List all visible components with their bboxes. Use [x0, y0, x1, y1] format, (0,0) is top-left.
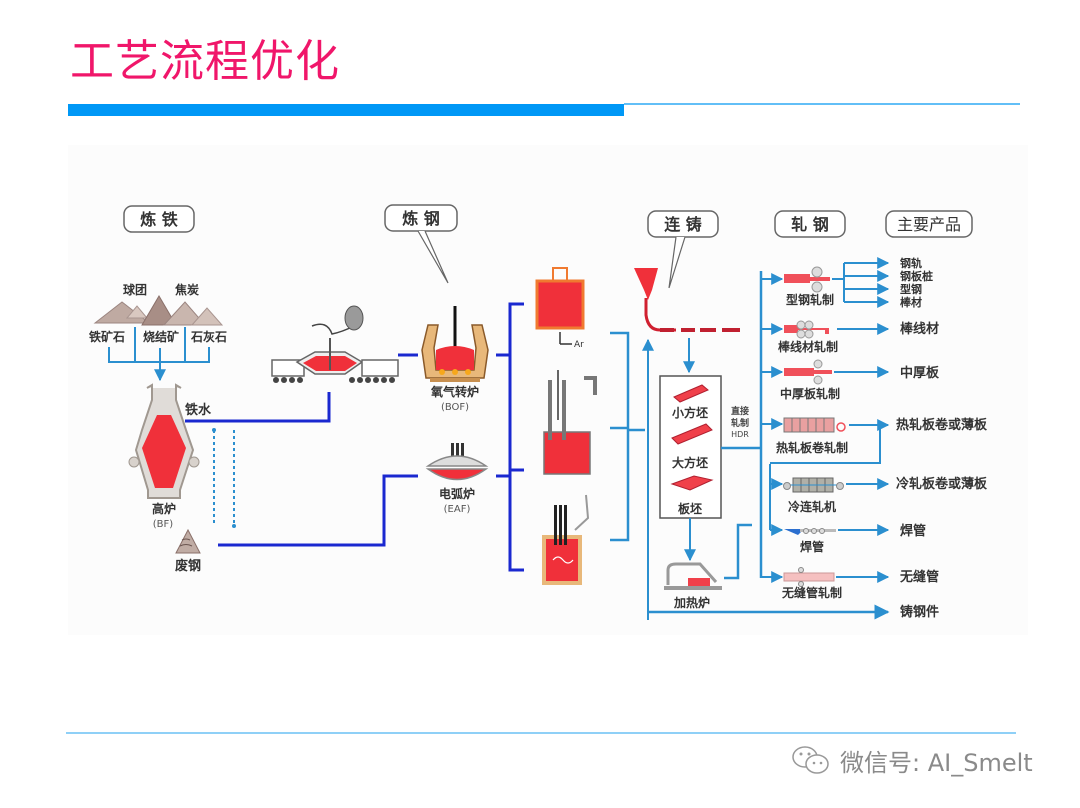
stage-label-rolling: 轧 钢 [774, 210, 846, 238]
wechat-icon [790, 743, 832, 777]
stage-text: 轧 钢 [791, 215, 829, 234]
raw-material-piles: 球团 焦炭 铁矿石 烧结矿 石灰石 [89, 282, 227, 344]
product-seamless-pipe: 无缝管 [899, 569, 939, 585]
flow-arrows-caster [642, 338, 695, 620]
product-bars: 棒材 [900, 295, 922, 309]
label-bloom: 大方坯 [672, 455, 708, 470]
pellet-pile-icon [125, 305, 149, 319]
label-rolling-seamless: 无缝管轧制 [781, 585, 842, 600]
label-limestone: 石灰石 [190, 329, 227, 344]
bar-rod-mill-icon [784, 320, 829, 339]
cold-mill-icon [783, 477, 844, 493]
stage-text: 炼 铁 [140, 210, 178, 229]
label-blast-furnace: 高炉 [152, 501, 176, 516]
stage-text: 主要产品 [897, 215, 961, 234]
label-coke: 焦炭 [174, 282, 199, 297]
semi-product-box [659, 375, 722, 519]
welded-pipe-mill-icon [784, 528, 836, 535]
flow-bracket-secondary-metallurgy [496, 302, 524, 572]
label-blast-furnace-abbr: (BF) [153, 519, 174, 530]
label-hot-metal: 铁水 [184, 402, 212, 418]
seamless-pipe-mill-icon [783, 567, 835, 587]
product-sections: 型钢 [900, 282, 922, 296]
label-rolling-bar-rod: 棒线材轧制 [778, 339, 838, 354]
label-bof-abbr: (BOF) [441, 402, 469, 413]
coke-pile-icon [162, 301, 207, 326]
footer-divider [66, 732, 1016, 734]
product-arrows [770, 257, 890, 583]
bof-converter-icon [421, 306, 489, 382]
torpedo-car-icon [271, 305, 399, 383]
section-mill-icon [784, 266, 830, 293]
label-hdr-line2: 轧制 [731, 417, 749, 429]
label-argon: Ar [574, 340, 584, 350]
limestone-pile-icon [190, 307, 224, 326]
ladle-furnace-icon [542, 494, 590, 585]
rolling-branch-arrows [761, 273, 784, 583]
label-bof: 氧气转炉 [430, 384, 479, 399]
title-underline-thick [68, 104, 624, 116]
stage-label-steelmaking: 炼 钢 [384, 204, 458, 284]
hot-strip-mill-icon [783, 417, 846, 433]
label-iron-ore: 铁矿石 [89, 329, 125, 344]
product-cold-coil: 冷轧板卷或薄板 [896, 476, 988, 492]
stage-label-casting: 连 铸 [647, 210, 719, 289]
eaf-furnace-icon [425, 443, 489, 481]
stage-label-ironmaking: 炼 铁 [123, 205, 195, 233]
label-rolling-welded: 焊管 [800, 539, 824, 554]
title-underline-thin [624, 103, 1020, 105]
watermark-text: 微信号: AI_Smelt [840, 748, 1033, 777]
stage-label-products: 主要产品 [885, 210, 973, 238]
label-rolling-hot-strip: 热轧板卷轧制 [776, 440, 848, 455]
label-eaf: 电弧炉 [439, 486, 475, 501]
ladle-argon-stirring-icon [535, 267, 585, 345]
stage-text: 炼 钢 [402, 209, 440, 228]
rh-degasser-icon [543, 370, 597, 475]
label-scrap: 废钢 [175, 558, 201, 574]
label-hdr-line1: 直接 [731, 405, 749, 417]
watermark: 微信号: AI_Smelt [790, 742, 1033, 778]
label-rolling-section: 型钢轧制 [786, 292, 834, 307]
scrap-pile-icon [175, 528, 201, 554]
recycle-dashed-lines [213, 430, 235, 526]
label-sinter: 烧结矿 [143, 329, 179, 344]
label-reheating-furnace: 加热炉 [673, 595, 710, 610]
product-plate: 中厚板 [900, 365, 940, 381]
plate-mill-icon [784, 359, 832, 385]
product-sheet-pile: 钢板桩 [900, 269, 933, 283]
label-eaf-abbr: (EAF) [444, 504, 471, 515]
label-rolling-plate: 中厚板轧制 [780, 386, 840, 401]
label-pellets: 球团 [123, 282, 147, 297]
reheating-furnace-icon [664, 562, 722, 590]
label-billet: 小方坯 [672, 405, 708, 420]
flow-line-scrap [218, 474, 418, 547]
flow-bracket-to-casting [610, 331, 645, 542]
label-rolling-cold: 冷连轧机 [788, 499, 836, 514]
product-rail: 钢轨 [900, 256, 922, 270]
product-wire-rod: 棒线材 [900, 321, 939, 337]
product-welded-pipe: 焊管 [900, 523, 926, 539]
raw-material-collector-line [108, 327, 210, 382]
stage-text: 连 铸 [664, 215, 702, 234]
blast-furnace-icon [128, 383, 200, 499]
product-hot-coil: 热轧板卷或薄板 [896, 417, 988, 433]
product-castings: 铸钢件 [900, 604, 939, 620]
label-hdr-abbr: HDR [731, 430, 749, 439]
continuous-caster-icon [634, 268, 740, 332]
label-slab: 板坯 [678, 501, 702, 516]
sinter-pile-icon [141, 295, 177, 326]
slide-title: 工艺流程优化 [70, 36, 340, 87]
flow-line-hot-metal [185, 392, 331, 423]
